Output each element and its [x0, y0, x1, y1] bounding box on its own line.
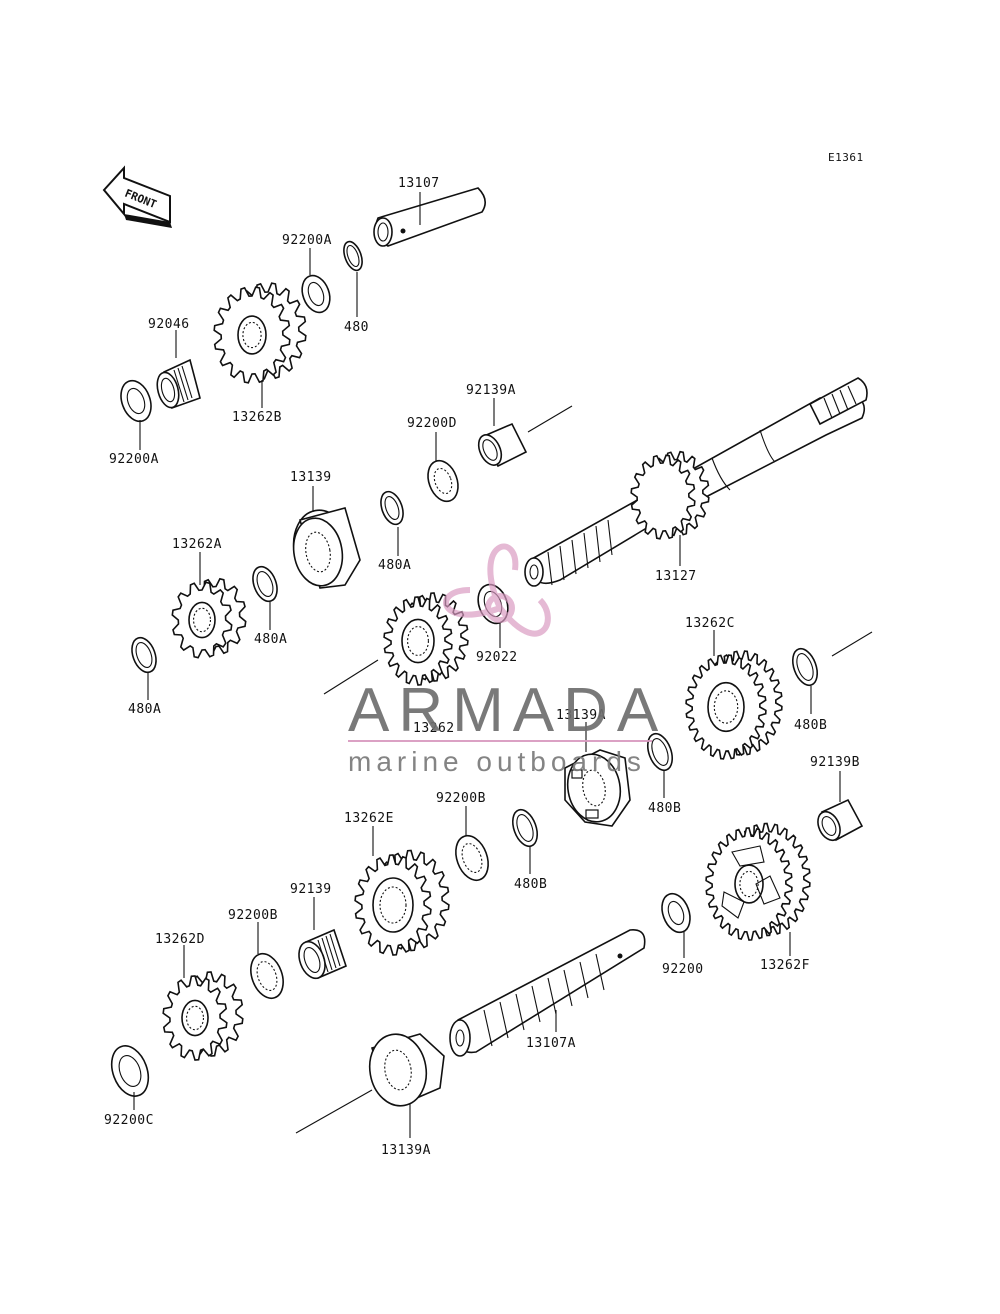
- washer-92200: [661, 892, 691, 934]
- gear-13139A-low: [368, 1033, 445, 1107]
- circlip-480B-low: [511, 808, 539, 848]
- label-92139: 92139: [290, 882, 332, 897]
- label-92200B-low: 92200B: [228, 908, 278, 923]
- label-92139B: 92139B: [810, 755, 860, 770]
- label-13139A-mid: 13139A: [556, 708, 606, 723]
- gear-hub: [372, 877, 414, 933]
- gear-13262F: [705, 822, 811, 941]
- gear-splines: [739, 870, 759, 898]
- label-92046: 92046: [148, 317, 190, 332]
- gear-splines: [713, 690, 739, 724]
- diagram-code: E1361: [828, 151, 864, 164]
- label-13139: 13139: [290, 470, 332, 485]
- washer-92200B-low: [250, 952, 284, 1000]
- gear-13262C: [685, 650, 783, 760]
- label-92200B-mid: 92200B: [436, 791, 486, 806]
- label-480A-a: 480A: [254, 632, 287, 647]
- bushing-92139B: [817, 798, 864, 842]
- label-13262: 13262: [413, 721, 455, 736]
- label-13107: 13107: [398, 176, 440, 191]
- circlip-480A-b: [131, 636, 157, 674]
- shaft-13107A: [449, 929, 646, 1057]
- label-92200A-left: 92200A: [109, 452, 159, 467]
- label-13262C: 13262C: [685, 616, 735, 631]
- gear-splines: [379, 886, 407, 924]
- label-480B-right: 480B: [794, 718, 827, 733]
- circlip-480A-mid: [380, 490, 404, 526]
- label-13262F: 13262F: [760, 958, 810, 973]
- label-13262E: 13262E: [344, 811, 394, 826]
- gear-13262A: [171, 577, 247, 659]
- gear-hub: [181, 999, 209, 1037]
- gear-hub: [734, 864, 764, 904]
- gear-splines: [407, 626, 429, 656]
- label-92139A: 92139A: [466, 383, 516, 398]
- label-13127: 13127: [655, 569, 697, 584]
- label-13262A: 13262A: [172, 537, 222, 552]
- gear-13262B: [213, 282, 307, 384]
- label-92200D: 92200D: [407, 416, 457, 431]
- watermark-propeller-icon: [443, 543, 551, 637]
- label-480A-mid: 480A: [378, 558, 411, 573]
- circlip-480B-right: [791, 647, 819, 687]
- washer-92200B-mid: [455, 834, 489, 882]
- label-480-top: 480: [344, 320, 369, 335]
- gear-hub: [188, 601, 216, 639]
- washer-92200C: [110, 1045, 150, 1097]
- gear-hub: [401, 618, 435, 664]
- watermark-subtitle: marine outboards: [348, 746, 646, 777]
- label-480B-mid: 480B: [648, 801, 681, 816]
- watermark: ARMADA marine outboards: [348, 543, 667, 777]
- gear-splines: [193, 607, 212, 633]
- label-92200C: 92200C: [104, 1113, 154, 1128]
- bearing-92046: [156, 358, 201, 410]
- label-92200: 92200: [662, 962, 704, 977]
- shaft-13107: [373, 187, 486, 247]
- gear-13262F-windows: [721, 845, 781, 919]
- gear-13139: [292, 507, 361, 589]
- label-92022: 92022: [476, 650, 518, 665]
- gear-13127-integral: [630, 450, 710, 540]
- label-13262D: 13262D: [155, 932, 205, 947]
- label-13262B: 13262B: [232, 410, 282, 425]
- gear-13262E: [354, 849, 450, 956]
- gear-13262D: [162, 971, 244, 1061]
- bushing-92139A: [477, 422, 528, 468]
- label-13107A: 13107A: [526, 1036, 576, 1051]
- gear-13262: [383, 592, 469, 686]
- gear-hub: [237, 315, 267, 355]
- circlip-480A-a: [252, 565, 278, 603]
- label-480A-b: 480A: [128, 702, 161, 717]
- circlip-480-top: [343, 240, 363, 272]
- gear-13139A-mid: [564, 749, 631, 827]
- washer-92200A-top: [301, 274, 331, 314]
- label-13139A-low: 13139A: [381, 1143, 431, 1158]
- front-arrow-icon: FRONT: [102, 165, 172, 228]
- gear-front-face: [630, 454, 696, 540]
- watermark-title: ARMADA: [348, 676, 667, 745]
- bearing-92139: [298, 928, 347, 980]
- gear-splines: [242, 321, 262, 349]
- washer-92200D: [427, 459, 459, 503]
- label-480B-low: 480B: [514, 877, 547, 892]
- circlip-480B-mid: [646, 732, 674, 772]
- gear-splines: [186, 1005, 205, 1031]
- washer-92200A-left: [120, 379, 152, 423]
- gear-hub: [707, 681, 745, 733]
- label-92200A-top: 92200A: [282, 233, 332, 248]
